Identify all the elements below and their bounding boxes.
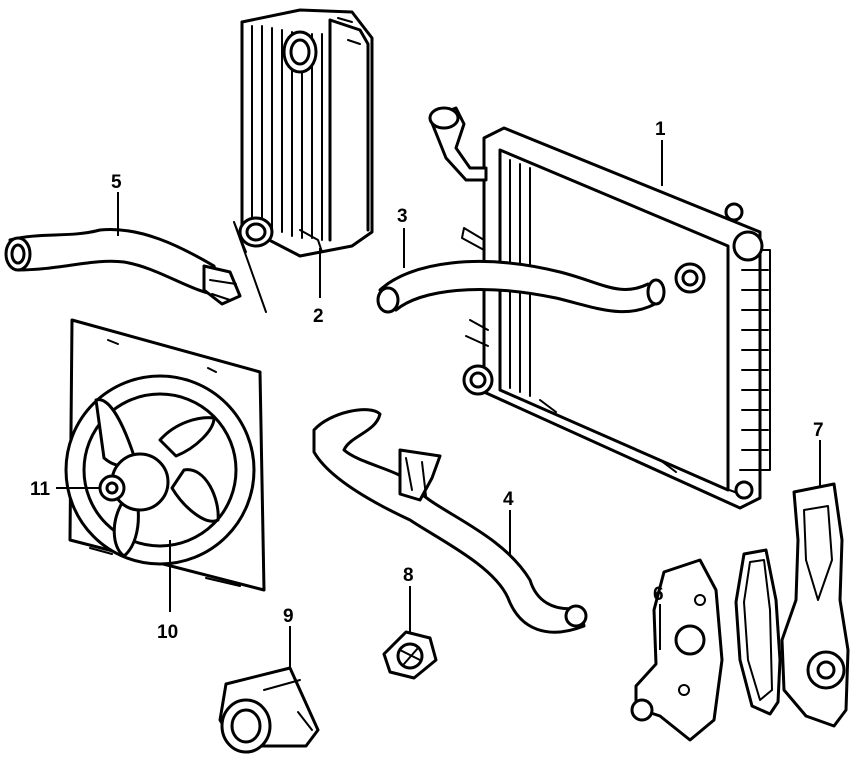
callout-3: 3 (397, 206, 408, 227)
fan-assembly-part (94, 398, 220, 558)
intercooler-hose-part (4, 227, 242, 306)
thermostat-housing-part (218, 666, 320, 754)
upper-hose-part (376, 260, 666, 314)
radiator-part (428, 106, 771, 510)
callout-9: 9 (283, 606, 294, 627)
intercooler-part (238, 8, 374, 258)
fan-shroud-part (64, 318, 266, 592)
callout-11: 11 (30, 479, 51, 500)
lower-hose-part (312, 408, 588, 634)
callout-1: 1 (655, 119, 666, 140)
callout-8: 8 (403, 565, 414, 586)
water-pump-housing-part (780, 482, 850, 728)
intercooler-bracket (233, 221, 267, 313)
callout-7: 7 (813, 420, 824, 441)
callout-10: 10 (157, 622, 178, 643)
water-pump-part (630, 558, 724, 742)
callout-6: 6 (653, 584, 664, 605)
gasket-part (734, 548, 782, 716)
callout-5: 5 (111, 172, 122, 193)
callout-4: 4 (503, 489, 514, 510)
thermostat-part (382, 630, 438, 680)
callout-2: 2 (313, 306, 324, 327)
